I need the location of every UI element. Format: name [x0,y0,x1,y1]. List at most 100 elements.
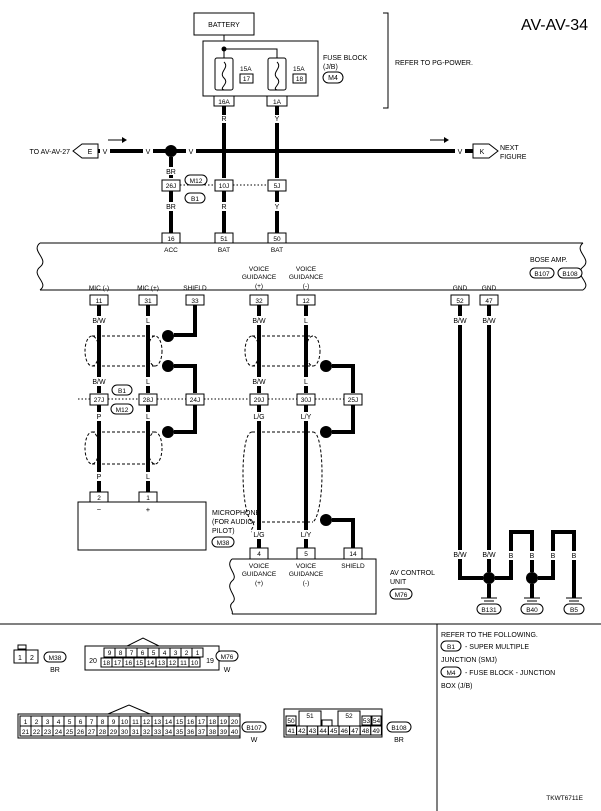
svg-text:5: 5 [304,551,308,558]
svg-text:28J: 28J [143,397,153,404]
m76-cavity: 8 [119,650,123,657]
svg-text:B/W: B/W [92,318,106,325]
term-1a: 1A [273,99,282,106]
svg-text:GUIDANCE: GUIDANCE [242,571,277,578]
left-ref-marker [72,143,99,159]
b107-cavity: 30 [121,729,129,736]
svg-text:+: + [146,505,151,514]
svg-text:1: 1 [18,655,22,662]
jm-m12: M12 [116,407,129,414]
svg-text:L: L [146,379,150,386]
b107-cavity: 21 [22,729,30,736]
jt-5j: 5J [274,183,281,190]
b107-cavity: 36 [187,729,195,736]
b107-cavity: 10 [121,719,129,726]
fuse-block-connector: M4 [328,75,338,82]
svg-text:(-): (-) [303,283,310,290]
svg-text:B: B [530,553,535,560]
av-unit-label-2: UNIT [390,579,407,586]
bose-mic-minus: MIC (-) [89,285,109,292]
b108-cavity: 45 [330,728,338,735]
svg-text:B108: B108 [391,725,407,732]
b107-cavity: 34 [165,729,173,736]
wire-v-2: V [146,149,151,156]
b107-cavity: 26 [77,729,85,736]
b108-cavity-box [361,715,372,726]
svg-text:M76: M76 [221,654,234,661]
b107-cavity: 25 [66,729,74,736]
b108-cavity: 44 [319,728,327,735]
b107-cavity: 24 [55,729,63,736]
svg-text:2: 2 [30,655,34,662]
svg-text:R: R [221,116,226,123]
svg-text:L/Y: L/Y [301,414,312,421]
b107-cavity: 39 [220,729,228,736]
m76-cavity: 5 [152,650,156,657]
b107-cavity: 29 [110,729,118,736]
b107-cavity: 17 [198,719,206,726]
fuse-17-amp: 15A [240,66,252,73]
b107-cavity: 15 [176,719,184,726]
b107-cavity: 4 [57,719,61,726]
m76-cavity: 19 [206,658,214,665]
svg-text:L: L [146,318,150,325]
b107-cavity: 13 [154,719,162,726]
svg-text:B: B [551,553,556,560]
mic-pin-2: 2 [97,495,101,502]
bose-amp-body [36,242,587,291]
left-ref-text: TO AV-AV-27 [30,149,71,156]
svg-text:VOICE: VOICE [296,266,317,273]
svg-text:B/W: B/W [252,318,266,325]
right-marker-letter: K [480,149,485,156]
b107-cavity: 33 [154,729,162,736]
svg-text:L: L [304,379,308,386]
b107-cavity: 20 [231,719,239,726]
b108-cavity: 41 [288,728,296,735]
next-label: NEXT [500,145,519,152]
m76-cavity: 20 [89,658,97,665]
svg-text:11: 11 [96,298,103,305]
m76-cavity: 4 [163,650,167,657]
b108-cavity-box [285,715,297,726]
svg-text:47: 47 [485,298,493,305]
svg-text:SHIELD: SHIELD [341,563,365,570]
m76-cavity: 16 [125,660,133,667]
bose-bat-2: BAT [271,247,283,254]
jt-b1: B1 [191,196,199,203]
svg-text:M38: M38 [49,655,62,662]
svg-text:BOX (J/B): BOX (J/B) [441,683,473,690]
b108-cavity: 47 [351,728,359,735]
svg-text:14: 14 [349,551,357,558]
m76-cavity: 11 [180,660,187,667]
b107-cavity: 19 [220,719,228,726]
splice-v [165,145,177,157]
bose-gnd-2: GND [482,285,497,292]
svg-text:L: L [304,318,308,325]
wire-y-2: Y [275,204,280,211]
fuse-18-num: 18 [296,76,304,83]
b107-cavity: 40 [231,729,239,736]
b107-cavity: 11 [132,719,139,726]
refer-title: REFER TO THE FOLLOWING. [441,632,538,639]
b107-cavity-box [228,725,241,737]
b107-cavity: 23 [44,729,52,736]
svg-text:29J: 29J [254,397,264,404]
av-unit-label-1: AV CONTROL [390,570,435,577]
b107-cavity: 22 [33,729,41,736]
b107-cavity: 18 [209,719,217,726]
fuse-17-num: 17 [243,76,251,83]
svg-text:B/W: B/W [453,552,467,559]
wire-v-1: V [103,149,108,156]
svg-text:VOICE: VOICE [249,563,270,570]
svg-text:B/W: B/W [92,379,106,386]
b107-cavity: 32 [143,729,151,736]
left-marker-letter: E [88,149,93,156]
svg-text:P: P [97,414,102,421]
svg-text:25J: 25J [348,397,358,404]
svg-text:BR: BR [166,169,176,176]
b107-cavity: 35 [176,729,184,736]
bose-shield: SHIELD [183,285,207,292]
svg-text:33: 33 [191,298,199,305]
